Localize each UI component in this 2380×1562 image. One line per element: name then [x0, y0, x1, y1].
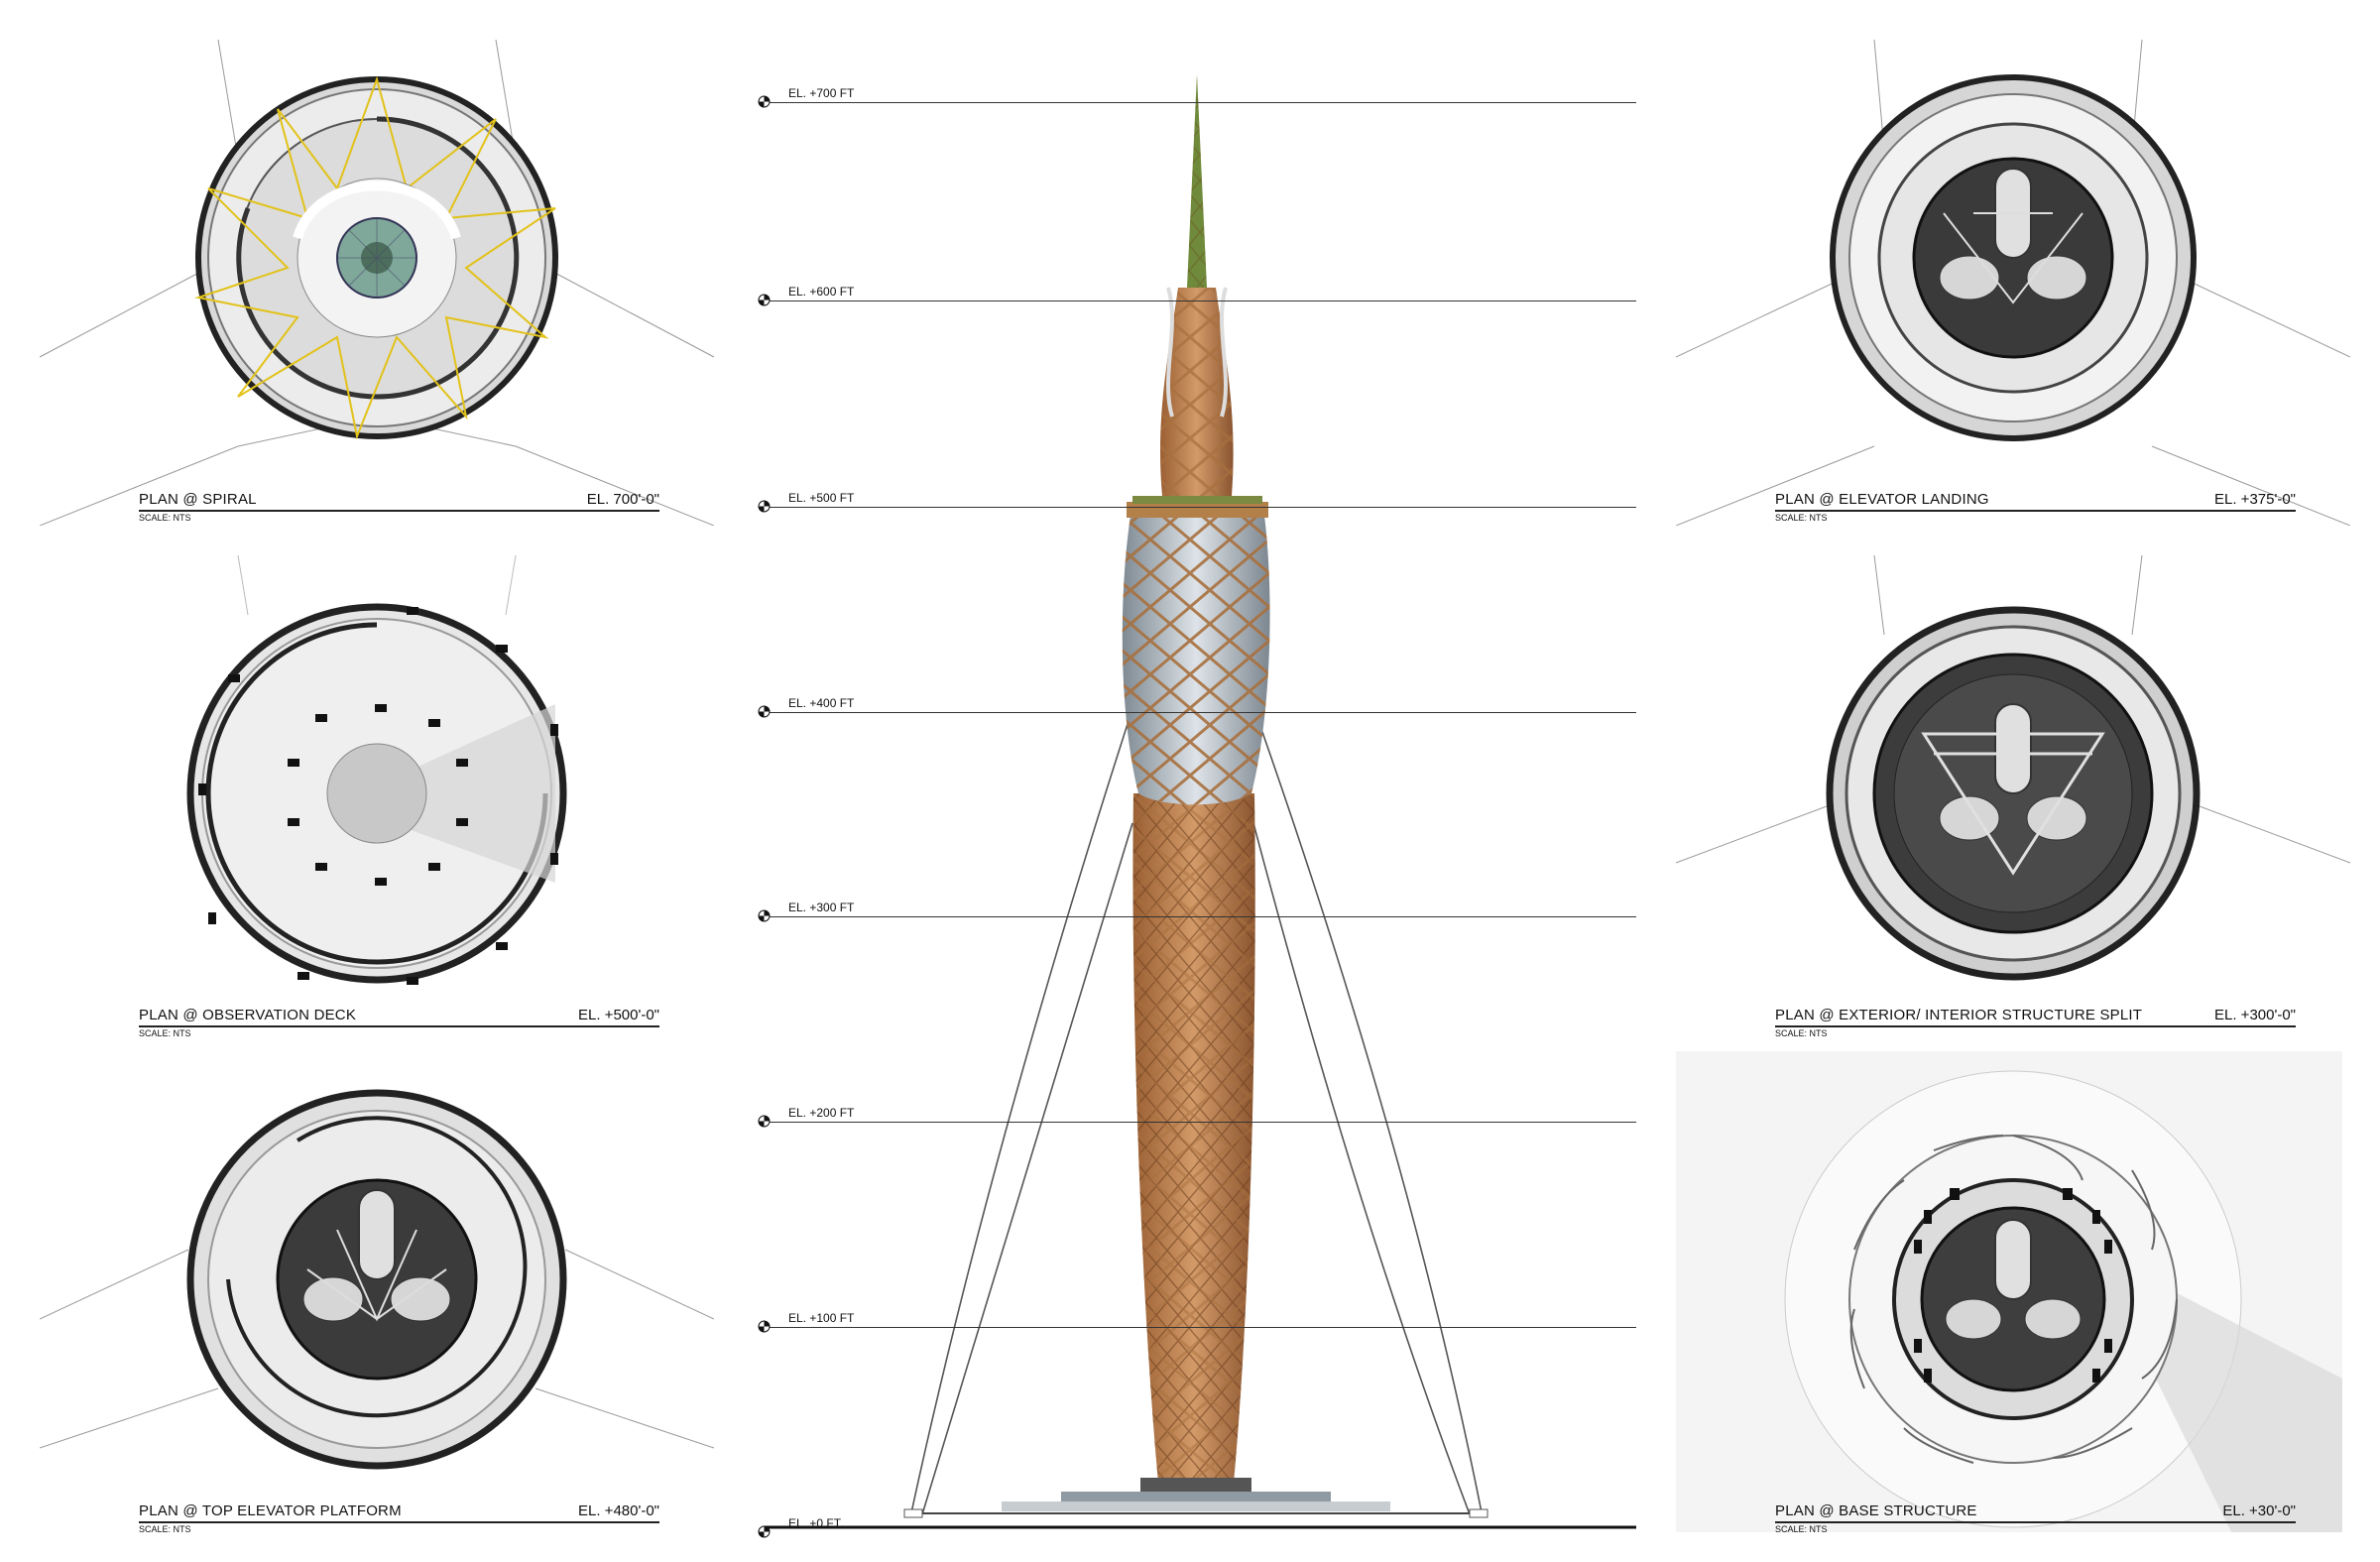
plan-elevator-landing: PLAN @ ELEVATOR LANDING EL. +375'-0" SCA…: [1676, 40, 2350, 526]
plan-elevation: EL. +375'-0": [2214, 491, 2296, 508]
elevation-level-label: EL. +600 FT: [788, 285, 855, 299]
elevation-level-label: EL. +400 FT: [788, 696, 855, 710]
elevation-level-0: EL. +0 FT: [758, 1516, 1636, 1538]
datum-marker-icon: [758, 1525, 771, 1538]
elevation-level-100: EL. +100 FT: [758, 1311, 1636, 1333]
guy-cables: [909, 683, 1484, 1518]
plan-elevation: EL. +300'-0": [2214, 1007, 2296, 1023]
plan-elevation: EL. 700'-0": [586, 491, 659, 508]
elevation-level-700: EL. +700 FT: [758, 86, 1636, 108]
observation-pod: [1122, 496, 1270, 805]
elevation-level-label: EL. +200 FT: [788, 1106, 855, 1120]
plan-top-elevator-platform-drawing: [40, 1089, 714, 1470]
timber-shaft: [1132, 793, 1255, 1483]
plan-structure-split-drawing: [1676, 555, 2350, 981]
plan-scale: SCALE: NTS: [139, 1028, 191, 1038]
elevation-level-300: EL. +300 FT: [758, 901, 1636, 922]
datum-marker-icon: [758, 500, 771, 513]
plan-title: PLAN @ EXTERIOR/ INTERIOR STRUCTURE SPLI…: [1775, 1007, 2143, 1023]
datum-marker-icon: [758, 705, 771, 718]
plan-base-structure-caption: PLAN @ BASE STRUCTURE EL. +30'-0": [1775, 1500, 2296, 1523]
plan-spiral-drawing: [40, 40, 714, 526]
plan-base-structure: PLAN @ BASE STRUCTURE EL. +30'-0" SCALE:…: [1676, 1051, 2350, 1537]
elevation-level-500: EL. +500 FT: [758, 491, 1636, 513]
datum-marker-icon: [758, 909, 771, 922]
tower-base: [764, 1478, 1636, 1529]
plan-title: PLAN @ SPIRAL: [139, 491, 257, 508]
elevation-level-600: EL. +600 FT: [758, 285, 1636, 306]
elevation-level-label: EL. +500 FT: [788, 491, 855, 505]
plan-top-elevator-platform-caption: PLAN @ TOP ELEVATOR PLATFORM EL. +480'-0…: [139, 1500, 659, 1523]
elevation-level-200: EL. +200 FT: [758, 1106, 1636, 1128]
plan-title: PLAN @ OBSERVATION DECK: [139, 1007, 357, 1023]
plan-scale: SCALE: NTS: [1775, 1524, 1828, 1534]
plan-top-elevator-platform: PLAN @ TOP ELEVATOR PLATFORM EL. +480'-0…: [40, 1051, 714, 1537]
plan-observation-deck-drawing: [186, 555, 567, 985]
plan-spiral-caption: PLAN @ SPIRAL EL. 700'-0": [139, 488, 659, 512]
plan-observation-deck: PLAN @ OBSERVATION DECK EL. +500'-0" SCA…: [40, 555, 714, 1041]
datum-marker-icon: [758, 95, 771, 108]
plan-elevator-landing-drawing: [1676, 40, 2350, 526]
datum-marker-icon: [758, 294, 771, 306]
upper-crown: [1160, 287, 1234, 496]
plan-elevation: EL. +30'-0": [2222, 1502, 2296, 1519]
spire: [1187, 74, 1207, 288]
plan-title: PLAN @ ELEVATOR LANDING: [1775, 491, 1989, 508]
plan-structure-split-caption: PLAN @ EXTERIOR/ INTERIOR STRUCTURE SPLI…: [1775, 1004, 2296, 1027]
plan-structure-split: PLAN @ EXTERIOR/ INTERIOR STRUCTURE SPLI…: [1676, 555, 2350, 1041]
plan-title: PLAN @ BASE STRUCTURE: [1775, 1502, 1977, 1519]
elevation-level-400: EL. +400 FT: [758, 696, 1636, 718]
elevation-level-label: EL. +700 FT: [788, 86, 855, 100]
elevation-level-label: EL. +100 FT: [788, 1311, 855, 1325]
datum-marker-icon: [758, 1115, 771, 1128]
plan-scale: SCALE: NTS: [139, 1524, 191, 1534]
plan-observation-deck-caption: PLAN @ OBSERVATION DECK EL. +500'-0": [139, 1004, 659, 1027]
elevation-level-label: EL. +0 FT: [788, 1516, 842, 1530]
plan-scale: SCALE: NTS: [1775, 513, 1828, 523]
plan-scale: SCALE: NTS: [139, 513, 191, 523]
plan-elevation: EL. +500'-0": [578, 1007, 659, 1023]
elevation-level-label: EL. +300 FT: [788, 901, 855, 914]
plan-title: PLAN @ TOP ELEVATOR PLATFORM: [139, 1502, 402, 1519]
plan-elevation: EL. +480'-0": [578, 1502, 659, 1519]
plan-spiral: PLAN @ SPIRAL EL. 700'-0" SCALE: NTS: [40, 40, 714, 526]
plan-scale: SCALE: NTS: [1775, 1028, 1828, 1038]
plan-elevator-landing-caption: PLAN @ ELEVATOR LANDING EL. +375'-0": [1775, 488, 2296, 512]
plan-base-structure-drawing: [1676, 1051, 2342, 1532]
datum-marker-icon: [758, 1320, 771, 1333]
